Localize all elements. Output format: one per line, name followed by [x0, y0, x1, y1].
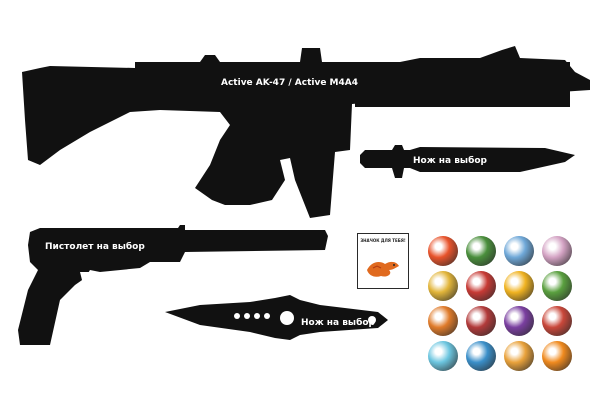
monster-sticker-icon: [504, 306, 534, 336]
flower-sticker-icon: [542, 271, 572, 301]
rifle-silhouette-icon: [22, 46, 590, 218]
face-sticker-icon: [428, 271, 458, 301]
badge-card: ЗНАЧОК ДЛЯ ТЕБЯ!: [357, 233, 409, 289]
mask-sticker-icon: [466, 306, 496, 336]
rainbow-sticker-icon: [504, 341, 534, 371]
bayonet-label: Нож на выбор: [413, 156, 487, 166]
rooster-sticker-icon: [428, 236, 458, 266]
fire-sticker-icon: [542, 341, 572, 371]
throwing-knife-label: Нож на выбор: [301, 318, 375, 328]
dog-sticker-icon: [428, 306, 458, 336]
unicorn-sticker-icon: [428, 341, 458, 371]
throwing-knife-silhouette-icon: [165, 295, 388, 340]
bird-sticker-icon: [542, 236, 572, 266]
pistol-label: Пистолет на выбор: [45, 242, 145, 252]
tree-sticker-icon: [466, 236, 496, 266]
skull-mask-sticker-icon: [466, 271, 496, 301]
bug-sticker-icon: [504, 236, 534, 266]
dragon-icon: [367, 261, 399, 277]
bayonet-silhouette-icon: [360, 145, 575, 178]
robot-sticker-icon: [466, 341, 496, 371]
badge-text: ЗНАЧОК ДЛЯ ТЕБЯ!: [360, 238, 406, 243]
rifle-label: Active AK-47 / Active M4A4: [221, 78, 358, 88]
rose-sticker-icon: [542, 306, 572, 336]
pistol-silhouette-icon: [18, 225, 328, 345]
text-sticker-icon: [504, 271, 534, 301]
